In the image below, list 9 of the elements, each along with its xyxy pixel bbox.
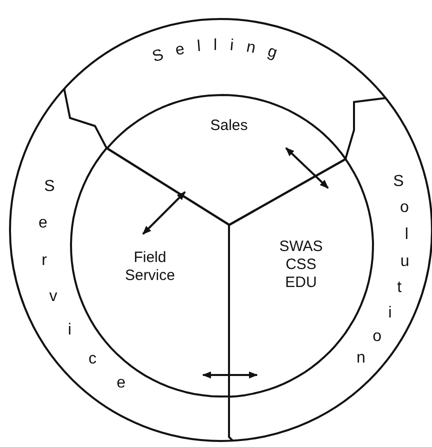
sector-label: Sales	[209, 116, 249, 135]
ring-segment-label: Service	[38, 177, 126, 392]
sector-label: Field Service	[124, 248, 176, 285]
sector-label: SWAS CSS EDU	[278, 238, 324, 292]
double-arrow	[285, 147, 329, 189]
ring-segment-label: Selling	[150, 36, 292, 66]
ring-segment-label: Solution	[356, 172, 410, 366]
double-arrow	[202, 371, 258, 379]
double-arrow	[142, 191, 186, 235]
